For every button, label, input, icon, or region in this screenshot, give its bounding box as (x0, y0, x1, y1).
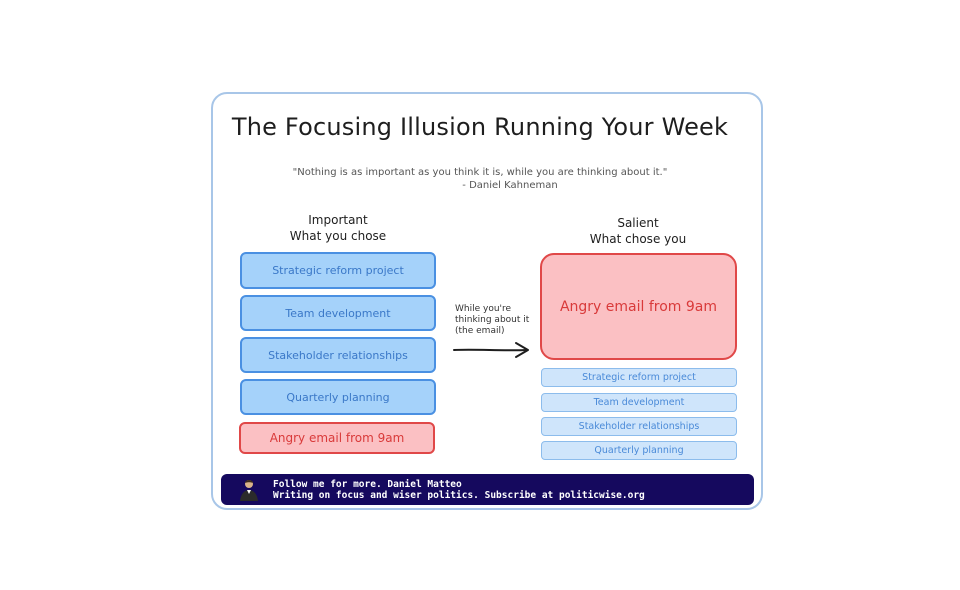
person-portrait-icon (237, 477, 261, 501)
right-heading-line2: What chose you (540, 231, 736, 247)
arrow-label-line3: (the email) (455, 326, 529, 337)
right-small-item-label: Stakeholder relationships (579, 421, 700, 432)
quote-text: "Nothing is as important as you think it… (293, 167, 668, 178)
footer-text: Follow me for more. Daniel Matteo Writin… (273, 479, 645, 501)
footer-line1: Follow me for more. Daniel Matteo (273, 479, 645, 490)
left-column-heading: Important What you chose (240, 212, 436, 244)
arrow-label-line2: thinking about it (455, 315, 529, 326)
footer-line2: Writing on focus and wiser politics. Sub… (273, 490, 645, 501)
right-arrow-icon (452, 340, 532, 360)
left-item-label: Angry email from 9am (270, 431, 405, 445)
quote-attribution: - Daniel Kahneman (0, 179, 960, 192)
right-column-heading: Salient What chose you (540, 215, 736, 247)
left-item-strategic-reform: Strategic reform project (240, 252, 436, 289)
arrow-label: While you're thinking about it (the emai… (455, 304, 529, 337)
arrow-label-line1: While you're (455, 304, 529, 315)
left-item-quarterly-planning: Quarterly planning (240, 379, 436, 415)
left-item-team-development: Team development (240, 295, 436, 331)
quote: "Nothing is as important as you think it… (0, 166, 960, 192)
left-heading-line1: Important (240, 212, 436, 228)
right-small-item-stakeholder-relationships: Stakeholder relationships (541, 417, 737, 436)
right-small-item-label: Strategic reform project (582, 372, 696, 383)
right-small-item-label: Team development (594, 397, 685, 408)
right-small-item-strategic-reform: Strategic reform project (541, 368, 737, 387)
right-big-item-angry-email: Angry email from 9am (540, 253, 737, 360)
left-item-label: Strategic reform project (272, 264, 404, 277)
right-heading-line1: Salient (540, 215, 736, 231)
right-big-item-label: Angry email from 9am (560, 299, 717, 315)
right-small-item-quarterly-planning: Quarterly planning (541, 441, 737, 460)
left-item-label: Team development (285, 307, 390, 320)
left-item-label: Stakeholder relationships (268, 349, 408, 362)
left-item-angry-email: Angry email from 9am (239, 422, 435, 454)
left-heading-line2: What you chose (240, 228, 436, 244)
left-item-label: Quarterly planning (286, 391, 389, 404)
right-small-item-label: Quarterly planning (594, 445, 683, 456)
right-small-item-team-development: Team development (541, 393, 737, 412)
diagram-title: The Focusing Illusion Running Your Week (0, 113, 960, 141)
footer-banner: Follow me for more. Daniel Matteo Writin… (221, 474, 754, 505)
left-item-stakeholder-relationships: Stakeholder relationships (240, 337, 436, 373)
